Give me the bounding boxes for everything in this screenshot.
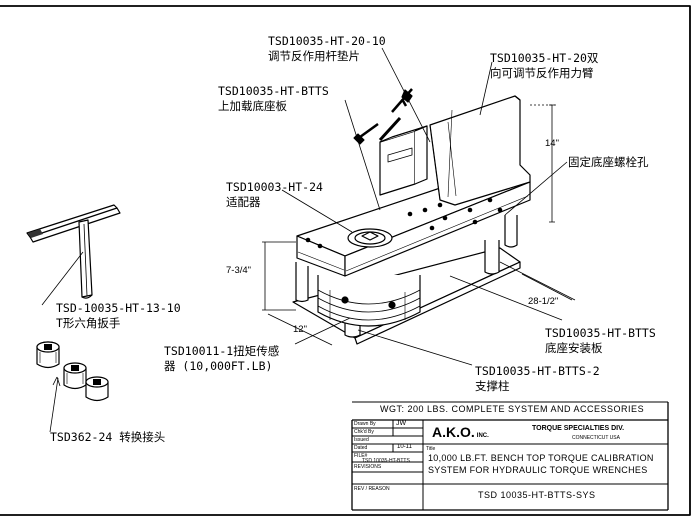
clamp-handle-shape bbox=[353, 88, 413, 145]
dimension-lines bbox=[262, 104, 576, 346]
callout-reaction-pad-name: 调节反作用杆垫片 bbox=[268, 49, 360, 63]
callout-top-plate-name: 上加载底座板 bbox=[218, 99, 287, 113]
transducer-shape bbox=[317, 275, 421, 327]
field-rev-reason-label: REV / REASON bbox=[354, 486, 390, 492]
division-name: TORQUE SPECIALTIES DIV. bbox=[532, 425, 625, 432]
field-file-value: TSD 10035-HT-BTTS bbox=[362, 458, 410, 464]
callout-reaction-arm-name: 向可调节反作用力臂 bbox=[490, 66, 594, 80]
callout-drive-adapter-name: TSD362-24 转换接头 bbox=[50, 430, 166, 444]
field-checked-by-label: Chk'd By bbox=[354, 429, 374, 435]
callout-bolt-hole: 固定底座螺栓孔 bbox=[568, 155, 649, 170]
callout-wrench-name: T形六角扳手 bbox=[56, 316, 121, 330]
callout-top-plate: TSD10035-HT-BTTS 上加载底座板 bbox=[218, 84, 329, 114]
callout-wrench-code: TSD-10035-HT-13-10 bbox=[56, 301, 181, 315]
company-name-text: A.K.O. bbox=[432, 424, 475, 440]
field-dated-value: 10-11 bbox=[397, 444, 412, 450]
callout-top-plate-code: TSD10035-HT-BTTS bbox=[218, 84, 329, 98]
bench-assembly-shape bbox=[292, 88, 531, 345]
callout-reaction-arm: TSD10035-HT-20双 向可调节反作用力臂 bbox=[490, 51, 598, 81]
callout-transducer: TSD10011-1扭矩传感 器 (10,000FT.LB) bbox=[164, 344, 279, 374]
title-block-lines bbox=[351, 401, 669, 511]
t-wrench-shape bbox=[26, 204, 121, 299]
company-suffix: INC. bbox=[476, 433, 489, 439]
callout-reaction-arm-code: TSD10035-HT-20双 bbox=[490, 51, 599, 65]
drawing-number: TSD 10035-HT-BTTS-SYS bbox=[478, 490, 596, 500]
leader-lines bbox=[41, 47, 568, 433]
field-issued-label: Issued bbox=[354, 437, 369, 443]
weight-note: WGT: 200 LBS. COMPLETE SYSTEM AND ACCESS… bbox=[380, 404, 645, 414]
callout-transducer-line2: 器 (10,000FT.LB) bbox=[164, 359, 273, 373]
adapter-3 bbox=[85, 376, 109, 402]
callout-mount-plate-code: TSD10035-HT-BTTS bbox=[545, 326, 656, 340]
field-file-label: FILE# bbox=[354, 453, 368, 459]
adapter-2 bbox=[63, 362, 87, 390]
callout-support-post-name: 支撑柱 bbox=[475, 379, 510, 393]
adapter-1 bbox=[36, 341, 60, 369]
division-location: CONNECTICUT USA bbox=[572, 435, 620, 441]
callout-drive-adapter: TSD362-24 转换接头 bbox=[50, 430, 165, 445]
callout-adapter-code: TSD10003-HT-24 bbox=[226, 180, 323, 194]
field-revisions-label: REVISIONS bbox=[354, 464, 382, 470]
dimension-height-right: 14" bbox=[545, 138, 559, 149]
post-right-2 bbox=[504, 215, 518, 248]
callout-adapter: TSD10003-HT-24 适配器 bbox=[226, 180, 323, 210]
dimension-length: 28-1/2" bbox=[528, 296, 559, 307]
square-drive-shape bbox=[347, 228, 393, 248]
callout-support-post: TSD10035-HT-BTTS-2 支撑柱 bbox=[475, 364, 600, 394]
callout-wrench: TSD-10035-HT-13-10 T形六角扳手 bbox=[56, 301, 181, 331]
callout-support-post-code: TSD10035-HT-BTTS-2 bbox=[475, 364, 600, 378]
description-line-1: 10,000 LB.FT. BENCH TOP TORQUE CALIBRATI… bbox=[428, 453, 654, 463]
title-label: Title bbox=[426, 446, 436, 452]
dimension-depth: 12" bbox=[293, 324, 307, 335]
field-dated-label: Dated bbox=[354, 445, 368, 451]
field-drawn-by-value: JW bbox=[396, 420, 407, 427]
callout-reaction-pad: TSD10035-HT-20-10 调节反作用杆垫片 bbox=[268, 34, 386, 64]
dimension-height-left: 7-3/4" bbox=[226, 265, 252, 276]
post-right bbox=[484, 240, 500, 275]
drive-adapters-shape bbox=[36, 341, 109, 402]
description-line-2: SYSTEM FOR HYDRAULIC TORQUE WRENCHES bbox=[428, 465, 648, 475]
callout-mount-plate-name: 底座安装板 bbox=[545, 341, 603, 355]
field-drawn-by-label: Drawn By bbox=[354, 421, 376, 427]
company-name: A.K.O.INC. bbox=[432, 424, 489, 440]
callout-bolt-hole-name: 固定底座螺栓孔 bbox=[568, 155, 649, 169]
callout-transducer-line1: TSD10011-1扭矩传感 bbox=[164, 344, 280, 358]
callout-reaction-pad-code: TSD10035-HT-20-10 bbox=[268, 34, 386, 48]
callout-mount-plate: TSD10035-HT-BTTS 底座安装板 bbox=[545, 326, 656, 356]
callout-adapter-name: 适配器 bbox=[226, 195, 261, 209]
post-left bbox=[295, 262, 309, 303]
border-frame bbox=[0, 5, 691, 516]
reaction-block bbox=[379, 130, 416, 196]
